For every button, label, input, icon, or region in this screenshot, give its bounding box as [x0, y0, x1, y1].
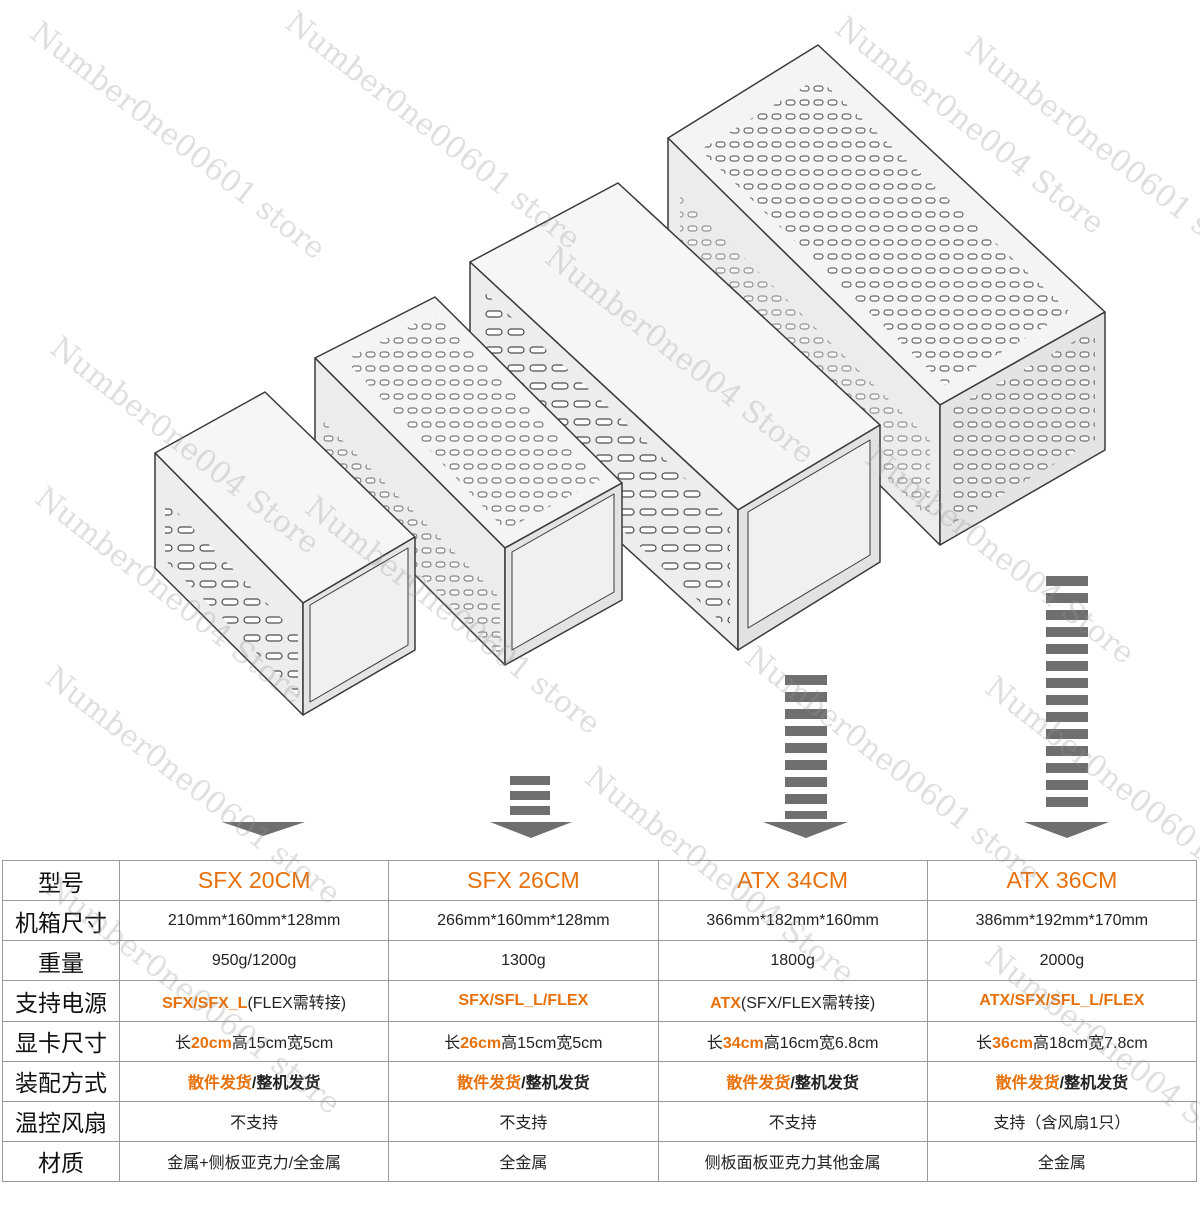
spec-table: 型号 SFX 20CM SFX 26CM ATX 34CM ATX 36CM 机… [2, 859, 1198, 1183]
cell-dimensions: 266mm*160mm*128mm [388, 900, 659, 942]
case-sfx-20cm [154, 391, 416, 716]
row-label-weight: 重量 [2, 940, 120, 982]
cell-psu: ATX(SFX/FLEX需转接) [657, 980, 928, 1022]
table-row: 支持电源 SFX/SFX_L(FLEX需转接) SFX/SFL_L/FLEX A… [2, 980, 1198, 1022]
gpu-rest: 高16cm宽6.8cm [763, 1035, 879, 1053]
cell-weight: 1300g [388, 940, 659, 982]
assembly-rest: /整机发货 [521, 1075, 590, 1093]
gpu-prefix: 长 [444, 1035, 461, 1053]
gpu-length: 20cm [190, 1035, 232, 1053]
arrow-icon [490, 776, 572, 838]
model-name: SFX 20CM [118, 859, 390, 902]
cell-dimensions: 386mm*192mm*170mm [926, 900, 1198, 942]
assembly-highlight: 散件发货 [187, 1075, 252, 1093]
table-row: 材质 金属+侧板亚克力/全金属 全金属 侧板面板亚克力其他金属 全金属 [2, 1140, 1198, 1183]
cell-assembly: 散件发货/整机发货 [118, 1060, 390, 1102]
cell-material: 侧板面板亚克力其他金属 [657, 1140, 928, 1183]
cell-weight: 1800g [657, 940, 928, 982]
assembly-highlight: 散件发货 [457, 1075, 522, 1093]
assembly-highlight: 散件发货 [726, 1075, 791, 1093]
row-label-dimensions: 机箱尺寸 [2, 900, 120, 942]
gpu-rest: 高15cm宽5cm [231, 1035, 334, 1053]
gpu-length: 36cm [992, 1035, 1033, 1053]
cell-material: 全金属 [388, 1140, 659, 1183]
psu-highlight: ATX/SFX/SFL_L/FLEX [979, 991, 1145, 1009]
cell-fan: 不支持 [388, 1100, 659, 1142]
row-label-fan: 温控风扇 [2, 1100, 120, 1142]
table-row: 机箱尺寸 210mm*160mm*128mm 266mm*160mm*128mm… [2, 900, 1198, 942]
row-label-psu: 支持电源 [2, 980, 120, 1022]
psu-note: (FLEX需转接) [247, 994, 347, 1012]
gpu-prefix: 长 [976, 1035, 993, 1053]
row-label-gpu: 显卡尺寸 [2, 1020, 120, 1062]
gpu-rest: 高15cm宽5cm [501, 1035, 603, 1053]
table-row: 型号 SFX 20CM SFX 26CM ATX 34CM ATX 36CM [2, 859, 1198, 902]
case-atx-34cm [469, 182, 881, 651]
gpu-prefix: 长 [174, 1035, 191, 1053]
cell-material: 全金属 [926, 1140, 1198, 1183]
cell-weight: 2000g [926, 940, 1198, 982]
cell-assembly: 散件发货/整机发货 [926, 1060, 1198, 1102]
gpu-prefix: 长 [706, 1035, 723, 1053]
cell-gpu: 长36cm高18cm宽7.8cm [926, 1020, 1198, 1062]
row-label-model: 型号 [2, 859, 120, 902]
cell-fan: 支持（含风扇1只） [926, 1100, 1198, 1142]
cell-fan: 不支持 [657, 1100, 928, 1142]
row-label-material: 材质 [2, 1140, 120, 1183]
assembly-rest: /整机发货 [1059, 1075, 1129, 1093]
arrow-icon [763, 675, 848, 838]
gpu-rest: 高18cm宽7.8cm [1032, 1035, 1148, 1053]
table-row: 重量 950g/1200g 1300g 1800g 2000g [2, 940, 1198, 982]
cell-gpu: 长34cm高16cm宽6.8cm [657, 1020, 928, 1062]
case-illustration [154, 44, 1109, 838]
cell-dimensions: 210mm*160mm*128mm [118, 900, 390, 942]
table-row: 显卡尺寸 长20cm高15cm宽5cm 长26cm高15cm宽5cm 长34cm… [2, 1020, 1198, 1062]
cell-material: 金属+侧板亚克力/全金属 [118, 1140, 390, 1183]
arrow-icon [1024, 576, 1109, 838]
case-sfx-26cm [314, 296, 623, 666]
case-atx-36cm [667, 44, 1106, 546]
assembly-rest: /整机发货 [251, 1075, 321, 1093]
assembly-rest: /整机发货 [790, 1075, 859, 1093]
psu-highlight: ATX [710, 994, 741, 1012]
cell-psu: SFX/SFX_L(FLEX需转接) [118, 980, 390, 1022]
arrow-icon [222, 822, 305, 836]
row-label-assembly: 装配方式 [2, 1060, 120, 1102]
psu-highlight: SFX/SFL_L/FLEX [458, 991, 589, 1009]
assembly-highlight: 散件发货 [995, 1075, 1060, 1093]
cell-weight: 950g/1200g [118, 940, 390, 982]
cell-psu: SFX/SFL_L/FLEX [388, 980, 659, 1022]
table-row: 温控风扇 不支持 不支持 不支持 支持（含风扇1只） [2, 1100, 1198, 1142]
psu-note: (SFX/FLEX需转接) [740, 994, 876, 1012]
cell-assembly: 散件发货/整机发货 [657, 1060, 928, 1102]
model-name: ATX 36CM [926, 859, 1198, 902]
gpu-length: 34cm [722, 1035, 764, 1053]
cell-psu: ATX/SFX/SFL_L/FLEX [926, 980, 1198, 1022]
cell-assembly: 散件发货/整机发货 [388, 1060, 659, 1102]
cell-gpu: 长26cm高15cm宽5cm [388, 1020, 659, 1062]
model-name: SFX 26CM [388, 859, 659, 902]
cell-fan: 不支持 [118, 1100, 390, 1142]
model-name: ATX 34CM [657, 859, 928, 902]
cell-gpu: 长20cm高15cm宽5cm [118, 1020, 390, 1062]
cell-dimensions: 366mm*182mm*160mm [657, 900, 928, 942]
psu-highlight: SFX/SFX_L [162, 994, 248, 1012]
table-row: 装配方式 散件发货/整机发货 散件发货/整机发货 散件发货/整机发货 散件发货/… [2, 1060, 1198, 1102]
gpu-length: 26cm [460, 1035, 502, 1053]
